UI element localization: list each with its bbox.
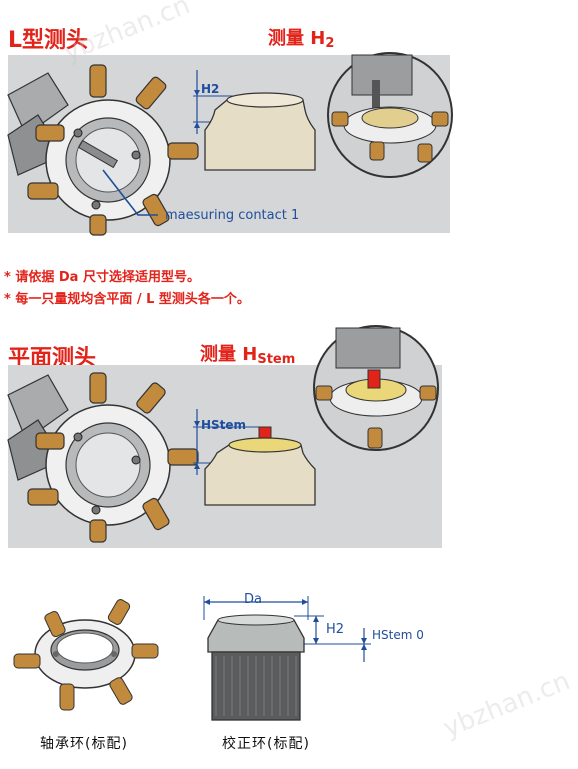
measure-h2-sub: 2 [325,36,335,51]
calibration-ring-accessory [203,596,371,721]
measure-h2-label: 测量 H [268,28,326,49]
zoom-circle-1 [327,52,453,178]
h2-accessory-dim-label: H2 [326,622,345,637]
note-2: * 每一只量规均含平面 / L 型测头各一个。 [4,292,250,307]
bearing-ring-illustration-2 [7,372,199,543]
watermark-bottom: ybzhan.cn [439,666,575,744]
bearing-ring-caption: 轴承环(标配) [40,736,128,752]
da-dim-label: Da [244,592,262,607]
can-h2-illustration [193,70,316,171]
h2-dim-label: H2 [201,82,220,96]
measure-hstem-sub: Stem [257,352,296,367]
l-probe-title: L型测头 [8,28,89,53]
bearing-ring-accessory [13,599,159,711]
note-1: * 请依据 Da 尺寸选择适用型号。 [4,270,200,285]
zoom-circle-2 [313,325,439,451]
can-hstem-illustration [193,409,316,506]
calibration-ring-caption: 校正环(标配) [222,736,310,752]
measure-h2-title: 测量 H2 [268,24,335,51]
measure-hstem-label: 测量 H [200,344,258,365]
hstem0-dim-label: HStem 0 [372,628,424,642]
measure-hstem-title: 测量 HStem [200,340,296,367]
hstem-dim-label: HStem [201,418,247,432]
contact-label: maesuring contact 1 [165,208,300,223]
bearing-ring-illustration-1 [7,64,199,236]
